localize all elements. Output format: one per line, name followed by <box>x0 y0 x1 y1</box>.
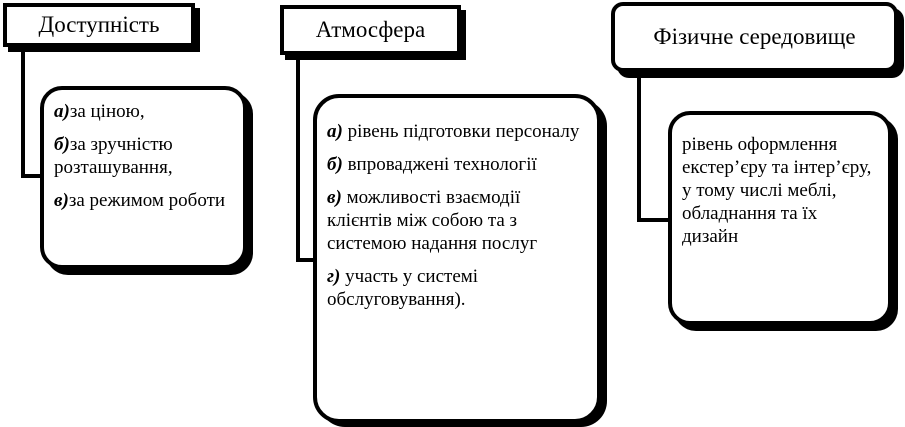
header-physical-environment: Фізичне середовище <box>611 2 898 72</box>
list-item: рівень оформлення екстер’єру та інтер’єр… <box>682 134 872 247</box>
connector-vertical <box>637 72 641 222</box>
list-item: в) можливості взаємодії клієнтів між соб… <box>327 187 538 254</box>
connector-vertical <box>296 55 300 262</box>
list-item: а) рівень підготовки персоналу <box>327 121 580 142</box>
header-label: Доступність <box>38 12 160 37</box>
list-item: г) участь у системі обслуговування). <box>327 266 479 310</box>
physical-environment-card: рівень оформлення екстер’єру та інтер’єр… <box>668 111 892 325</box>
connector-horizontal <box>21 174 43 178</box>
header-label: Атмосфера <box>315 17 426 42</box>
connector-horizontal <box>637 218 669 222</box>
accessibility-card: а)за ціною, б)за зручністю розташування,… <box>40 86 247 269</box>
list-item: в)за режимом роботи <box>54 190 226 211</box>
list-item: б) впроваджені технології <box>327 154 537 175</box>
connector-vertical <box>21 47 25 178</box>
connector-horizontal <box>296 258 316 262</box>
header-label: Фізичне середовище <box>653 24 856 49</box>
list-item: б)за зручністю розташування, <box>54 134 173 178</box>
list-item: а)за ціною, <box>54 101 145 122</box>
header-atmosphere: Атмосфера <box>280 5 461 55</box>
header-accessibility: Доступність <box>3 3 195 47</box>
atmosphere-card: а) рівень підготовки персоналу б) впрова… <box>313 94 601 423</box>
